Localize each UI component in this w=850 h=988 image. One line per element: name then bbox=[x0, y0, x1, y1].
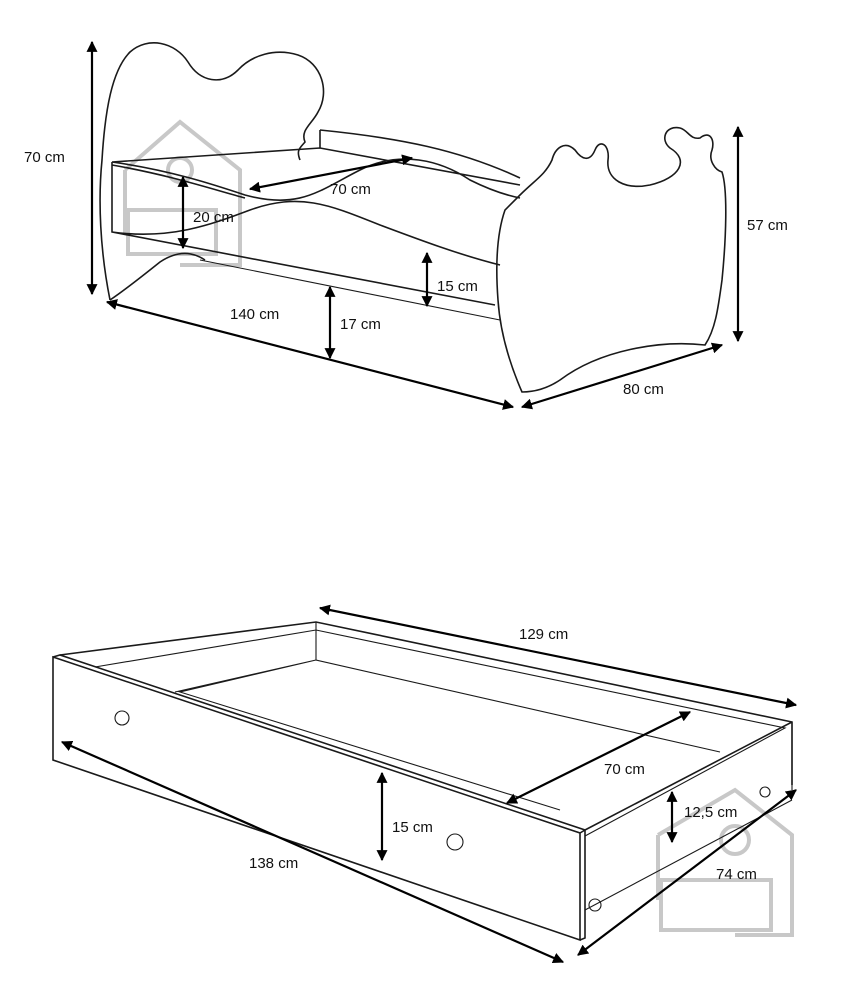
label-drawer-width: 74 cm bbox=[716, 866, 757, 883]
label-drawer-front-height: 15 cm bbox=[392, 819, 433, 836]
footboard bbox=[496, 126, 727, 393]
label-drawer-side-height: 20 cm bbox=[193, 209, 234, 226]
label-footboard-height: 57 cm bbox=[747, 217, 788, 234]
dim-drawer-inner-length bbox=[318, 604, 798, 709]
headboard bbox=[99, 42, 325, 301]
mattress-top bbox=[111, 147, 521, 202]
dim-mattress-width bbox=[248, 154, 414, 193]
label-clearance-height: 17 cm bbox=[340, 316, 381, 333]
label-drawer-inner-width: 70 cm bbox=[604, 761, 645, 778]
dim-drawer-width bbox=[577, 789, 797, 956]
drawer-wheel bbox=[759, 786, 771, 798]
label-bed-length: 140 cm bbox=[230, 306, 279, 323]
dim-bed-width bbox=[520, 342, 724, 410]
drawer-handle-right bbox=[446, 833, 464, 851]
label-drawer-inner-length: 129 cm bbox=[519, 626, 568, 643]
label-headboard-height: 70 cm bbox=[24, 149, 65, 166]
label-drawer-length: 138 cm bbox=[249, 855, 298, 872]
label-bed-width: 80 cm bbox=[623, 381, 664, 398]
label-mattress-width: 70 cm bbox=[330, 181, 371, 198]
drawer-handle-left bbox=[114, 710, 130, 726]
label-rail-height: 15 cm bbox=[437, 278, 478, 295]
label-drawer-inner-height: 12,5 cm bbox=[684, 804, 737, 821]
drawer-drawing bbox=[52, 621, 793, 942]
dim-bed-length bbox=[105, 299, 515, 410]
dim-drawer-length bbox=[60, 740, 565, 964]
drawer-front bbox=[52, 654, 586, 942]
